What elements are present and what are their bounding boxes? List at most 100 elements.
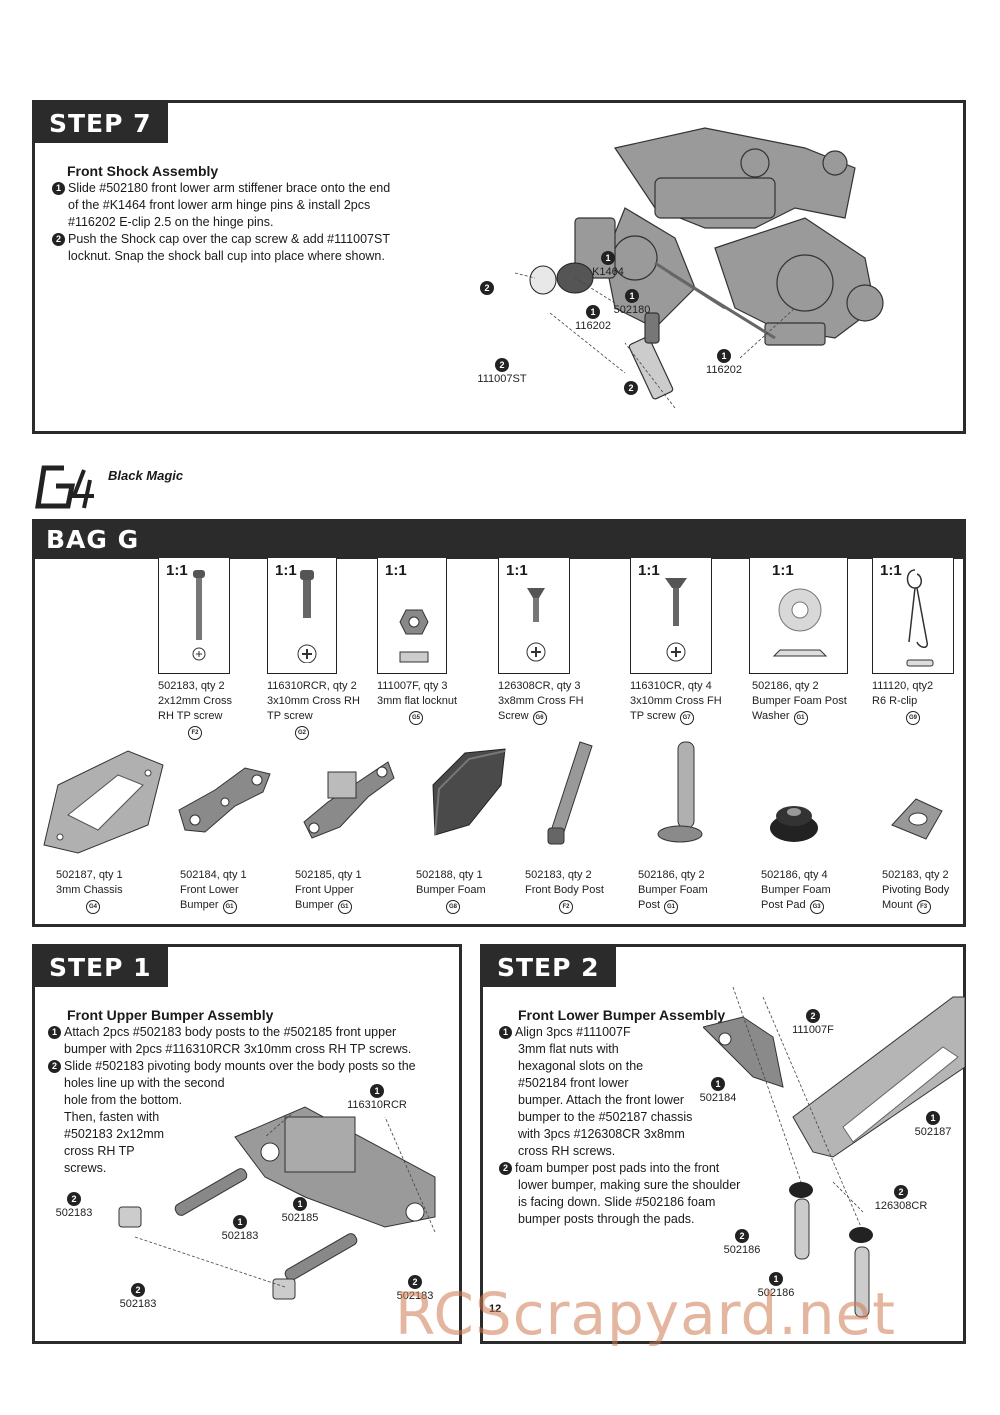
bumper-foam-part-image — [432, 748, 506, 836]
bumper-foam-post-part-image — [657, 741, 703, 843]
instruction-line: Then, fasten with — [64, 1110, 160, 1124]
instruction-line: with 3pcs #126308CR 3x8mm — [518, 1127, 685, 1141]
instruction-line: Slide #502180 front lower arm stiffener … — [68, 181, 391, 195]
step1-tab: STEP 1 — [35, 947, 168, 987]
hardware-cell-111007f: 1:1 — [377, 558, 447, 674]
logo-text: Black Magic — [108, 468, 184, 483]
instruction-line: cross RH TP — [64, 1144, 135, 1158]
instruction-line: #502184 front lower — [518, 1076, 629, 1090]
lower-bumper-assembly-illustration — [703, 986, 965, 1318]
step-number-1: 1 — [48, 1026, 61, 1039]
hardware-caption: 116310CR, qty 4 3x10mm Cross FH TP screw… — [630, 679, 740, 725]
bag-g-frame — [32, 519, 966, 927]
instruction-line: Align 3pcs #111007F — [515, 1025, 631, 1039]
instruction-line: holes line up with the second — [64, 1076, 225, 1090]
instruction-line: of the #K1464 front lower arm hinge pins… — [68, 198, 371, 212]
upper-bumper-assembly-illustration — [118, 1106, 436, 1300]
instruction-line: foam bumper post pads into the front — [515, 1161, 720, 1175]
front-shock-assembly-illustration — [514, 127, 884, 409]
hardware-cell-502186-washer: 1:1 — [749, 558, 848, 674]
step-number-2: 2 — [499, 1162, 512, 1175]
instruction-line: 3mm flat nuts with — [518, 1042, 619, 1056]
front-lower-bumper-part-image — [178, 767, 271, 833]
instruction-line: is facing down. Slide #502186 foam — [518, 1195, 716, 1209]
screw-icon — [192, 570, 206, 661]
instruction-line: locknut. Snap the shock ball cup into pl… — [68, 249, 385, 263]
bag-g-header: BAG G — [32, 519, 966, 559]
step2-title: Front Lower Bumper Assembly — [518, 1007, 726, 1023]
step1-title: Front Upper Bumper Assembly — [67, 1007, 274, 1023]
g4-logo-mark — [35, 465, 94, 509]
hardware-caption: 116310RCR, qty 2 3x10mm Cross RH TP scre… — [267, 679, 377, 740]
instruction-line: screws. — [64, 1161, 107, 1175]
step2-tab: STEP 2 — [483, 947, 616, 987]
r-clip-icon — [906, 569, 934, 667]
hardware-cell-502183: 1:1 — [158, 558, 230, 674]
front-body-post-part-image — [547, 741, 593, 845]
instruction-line: Push the Shock cap over the cap screw & … — [68, 232, 390, 246]
instruction-line: bumper. Attach the front lower — [518, 1093, 685, 1107]
step-number-2: 2 — [52, 233, 65, 246]
hardware-cell-116310rcr: 1:1 — [267, 558, 337, 674]
instruction-line: #116202 E-clip 2.5 on the hinge pins. — [68, 215, 274, 229]
instruction-line: bumper posts through the pads. — [518, 1212, 695, 1226]
g4-black-magic-logo: Black Magic — [34, 462, 194, 519]
step-number-1: 1 — [499, 1026, 512, 1039]
screw-icon — [526, 588, 546, 662]
screw-icon — [665, 578, 687, 662]
screw-icon — [297, 570, 317, 663]
step7-tab: STEP 7 — [35, 103, 168, 143]
instruction-line: hexagonal slots on the — [518, 1059, 644, 1073]
hardware-cell-111120: 1:1 — [872, 558, 954, 674]
front-upper-bumper-part-image — [303, 761, 395, 839]
instruction-line: Attach 2pcs #502183 body posts to the #5… — [64, 1025, 397, 1039]
bumper-foam-post-pad-part-image — [770, 806, 818, 842]
instruction-line: #502183 2x12mm — [64, 1127, 165, 1141]
locknut-icon — [399, 609, 429, 663]
instruction-line: lower bumper, making sure the shoulder — [518, 1178, 741, 1192]
step-number-2: 2 — [48, 1060, 61, 1073]
step7-title: Front Shock Assembly — [67, 163, 219, 179]
hardware-cell-126308cr: 1:1 — [498, 558, 570, 674]
page-number: 12 — [489, 1303, 502, 1315]
instruction-line: cross RH screws. — [518, 1144, 616, 1158]
callout-shock: 2 — [619, 381, 643, 396]
chassis-part-image — [43, 750, 164, 854]
step-number-1: 1 — [52, 182, 65, 195]
instruction-line: bumper to the #502187 chassis — [518, 1110, 693, 1124]
